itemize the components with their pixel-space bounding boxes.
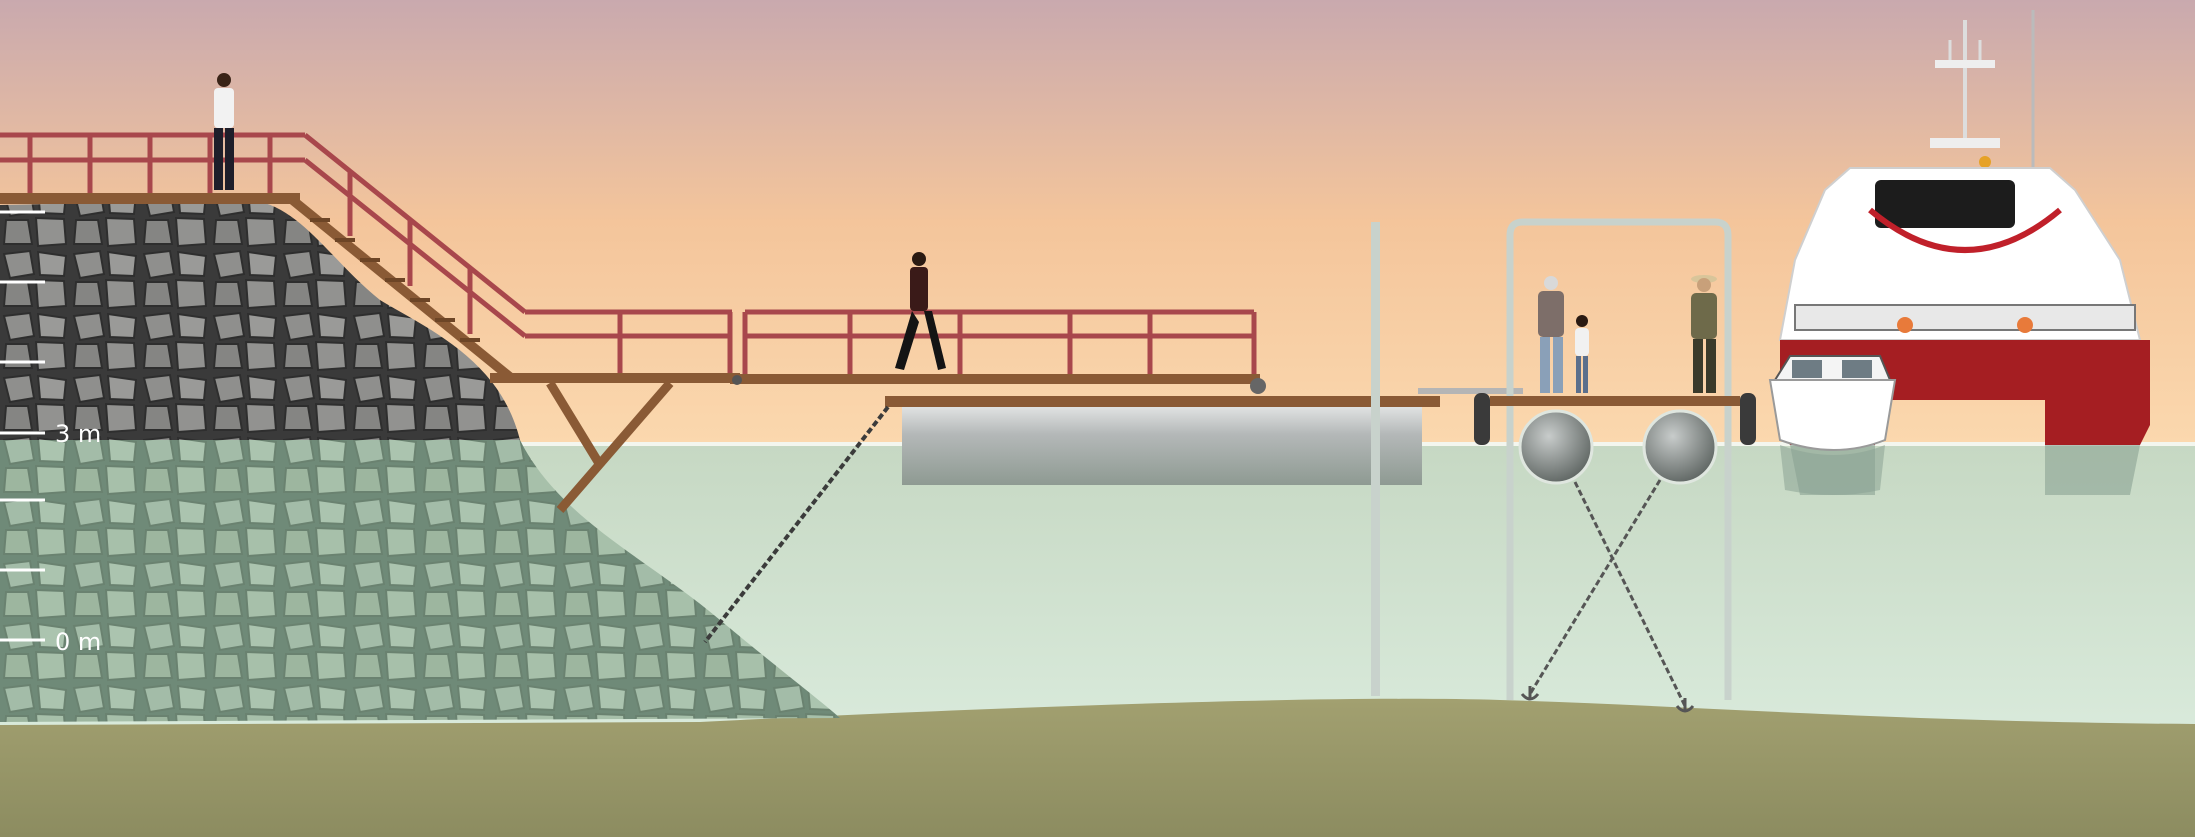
depth-scale: 3 m 0 m bbox=[0, 210, 101, 656]
dock-float-left bbox=[1518, 409, 1594, 485]
gangway-roller bbox=[1250, 378, 1266, 394]
dock-fender-right bbox=[1740, 393, 1756, 445]
person-child-on-dock bbox=[1575, 315, 1589, 393]
pontoon-float bbox=[902, 407, 1422, 485]
gangway bbox=[730, 374, 1260, 384]
pontoon-anchor-chain bbox=[703, 405, 890, 644]
seabed bbox=[0, 698, 2195, 837]
connector-plate bbox=[1418, 388, 1523, 394]
floating-dock-deck bbox=[1490, 396, 1740, 406]
upper-railing bbox=[0, 132, 305, 193]
guide-pile-left bbox=[1371, 222, 1380, 696]
gangway-railing bbox=[525, 309, 1257, 374]
rock-breakwater-below-water bbox=[0, 440, 840, 722]
dock-anchor-chain-left bbox=[1573, 481, 1687, 707]
person-adult-on-dock bbox=[1538, 276, 1564, 393]
dock-float-right bbox=[1642, 409, 1718, 485]
landing-support bbox=[546, 380, 674, 513]
person-walking-gangway bbox=[895, 252, 946, 370]
small-motorboat bbox=[1768, 355, 1897, 495]
person-on-breakwater bbox=[214, 73, 234, 190]
upper-deck bbox=[0, 193, 300, 204]
rock-breakwater-above-water bbox=[0, 200, 520, 440]
stairs bbox=[285, 133, 527, 375]
gangway-hinge bbox=[732, 375, 742, 385]
dock-anchor-chain-right bbox=[1528, 479, 1662, 695]
person-with-hat-on-dock bbox=[1691, 275, 1717, 393]
dock-fender-left bbox=[1474, 393, 1490, 445]
pontoon-deck bbox=[885, 396, 1440, 407]
anchor-left bbox=[1520, 686, 1540, 701]
anchor-right bbox=[1675, 698, 1695, 713]
scale-label-0m: 0 m bbox=[55, 628, 101, 656]
scale-label-3m: 3 m bbox=[55, 420, 101, 448]
landing-deck bbox=[490, 373, 740, 383]
dock-guide-frame bbox=[1506, 218, 1732, 700]
